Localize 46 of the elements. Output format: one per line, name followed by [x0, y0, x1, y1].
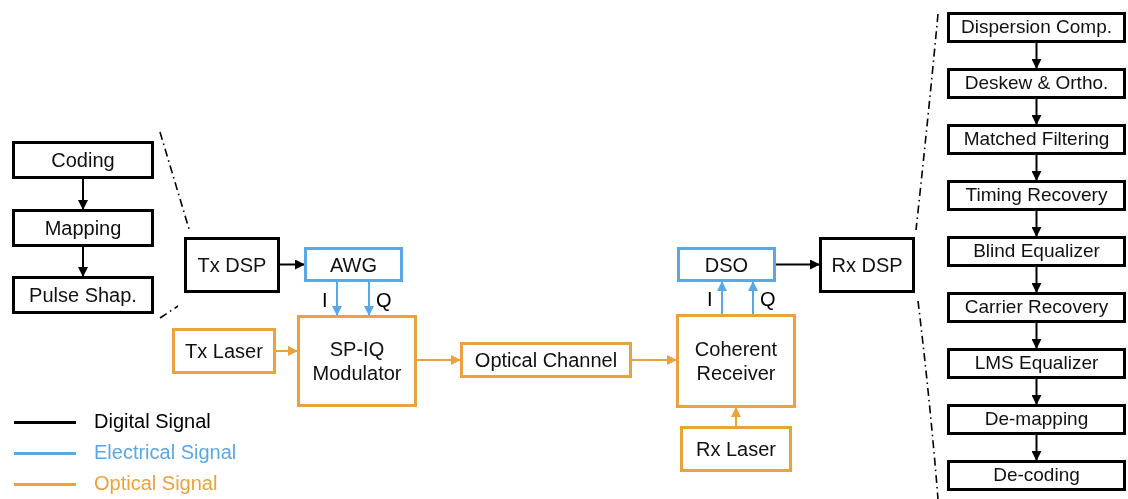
process-box: Rx Laser	[680, 426, 792, 472]
process-box: Carrier Recovery	[947, 292, 1126, 323]
process-box: SP-IQ Modulator	[297, 315, 417, 407]
legend-label: Digital Signal	[94, 410, 211, 433]
arrow	[332, 281, 342, 316]
process-box: AWG	[304, 247, 403, 282]
process-box: Matched Filtering	[947, 124, 1126, 155]
process-box: Tx Laser	[172, 328, 276, 374]
arrow	[1031, 210, 1042, 237]
arrow	[748, 281, 758, 315]
arrow	[1031, 154, 1042, 181]
arrow	[1031, 98, 1042, 125]
process-box: Pulse Shap.	[12, 276, 154, 314]
legend-label: Electrical Signal	[94, 441, 237, 464]
arrow	[279, 259, 305, 270]
process-box: Coherent Receiver	[676, 314, 796, 408]
process-box: De-mapping	[947, 404, 1126, 435]
process-box: Deskew & Ortho.	[947, 68, 1126, 99]
process-box: Coding	[12, 141, 154, 179]
process-box: Optical Channel	[460, 342, 632, 378]
arrow	[1031, 42, 1042, 69]
arrow	[775, 259, 820, 270]
process-box: De-coding	[947, 460, 1126, 491]
arrow	[1031, 266, 1042, 293]
process-box: Blind Equalizer	[947, 236, 1126, 267]
process-box: Mapping	[12, 209, 154, 247]
process-box: LMS Equalizer	[947, 348, 1126, 379]
arrow	[631, 355, 677, 365]
process-box: Dispersion Comp.	[947, 12, 1126, 43]
arrow	[275, 346, 298, 356]
arrow	[78, 178, 88, 210]
arrow	[364, 281, 374, 316]
arrow	[717, 281, 727, 315]
legend-label: Optical Signal	[94, 472, 218, 495]
edge-label: Q	[759, 289, 777, 309]
process-box: Timing Recovery	[947, 180, 1126, 211]
edge-label: I	[706, 289, 714, 309]
arrow	[1031, 322, 1042, 349]
arrow	[416, 355, 461, 365]
arrow	[1031, 434, 1042, 461]
arrow	[731, 407, 741, 427]
arrow	[1031, 378, 1042, 405]
process-box: DSO	[677, 247, 776, 282]
process-box: Tx DSP	[184, 237, 280, 293]
arrow	[78, 246, 88, 277]
process-box: Rx DSP	[819, 237, 915, 293]
